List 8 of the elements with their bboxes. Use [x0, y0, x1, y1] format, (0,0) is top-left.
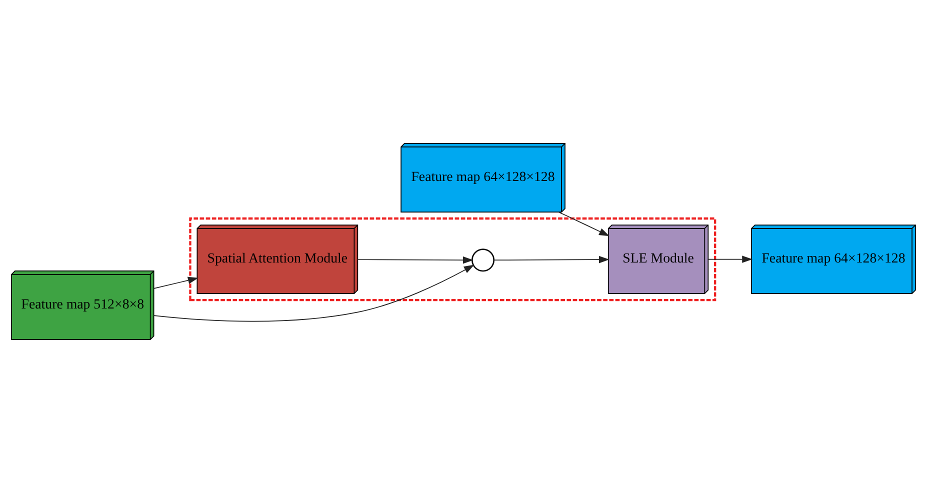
arrow: [153, 264, 474, 322]
arrow: [558, 211, 610, 236]
node-circle: [472, 248, 495, 272]
arrow: [708, 255, 753, 262]
arrow: [494, 255, 610, 263]
arrow: [154, 276, 198, 288]
cluster: [189, 216, 716, 301]
arrow: [357, 256, 474, 264]
